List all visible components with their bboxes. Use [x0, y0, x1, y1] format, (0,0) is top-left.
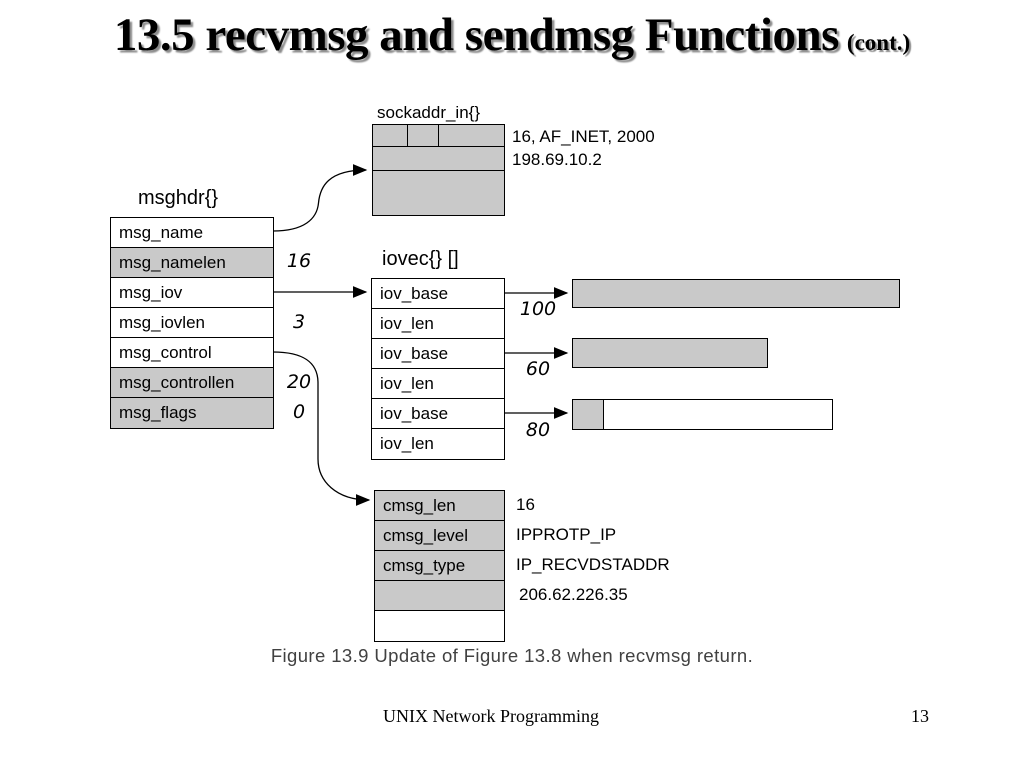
buffer-2	[572, 338, 768, 368]
sockaddr-divider-h2	[373, 170, 504, 171]
footer-book-title: UNIX Network Programming	[383, 706, 599, 726]
slide-title-main: 13.5 recvmsg and sendmsg Functions	[113, 9, 840, 61]
iovec-title: iovec{} []	[382, 248, 459, 270]
cmsg-row-data	[375, 581, 504, 611]
buffer-1	[572, 279, 900, 308]
cmsg-value-len: 16	[516, 495, 535, 514]
sockaddr-value-header: 16, AF_INET, 2000	[512, 127, 655, 146]
iovec-table: iov_base iov_len iov_base iov_len iov_ba…	[371, 278, 505, 460]
buffer-3	[572, 399, 833, 430]
figure-caption: Figure 13.9 Update of Figure 13.8 when r…	[270, 645, 754, 666]
iovec-length-2: 60	[525, 358, 551, 380]
sockaddr-divider-v2	[438, 125, 439, 146]
msghdr-row-msg-name: msg_name	[111, 218, 273, 248]
msghdr-row-msg-iov: msg_iov	[111, 278, 273, 308]
arrow-msgname-to-sockaddr	[272, 164, 368, 232]
sockaddr-divider-h1	[373, 146, 504, 147]
iovec-row-len-3: iov_len	[372, 429, 504, 459]
cmsg-row-level: cmsg_level	[375, 521, 504, 551]
msghdr-row-msg-namelen: msg_namelen	[111, 248, 273, 278]
iovec-row-base-3: iov_base	[372, 399, 504, 429]
msghdr-row-msg-iovlen: msg_iovlen	[111, 308, 273, 338]
msghdr-value-iovlen: 3	[292, 311, 306, 333]
msghdr-value-flags: 0	[292, 401, 306, 423]
cmsg-row-type: cmsg_type	[375, 551, 504, 581]
msghdr-row-msg-controllen: msg_controllen	[111, 368, 273, 398]
iovec-row-len-2: iov_len	[372, 369, 504, 399]
slide-title: 13.5 recvmsg and sendmsg Functions(cont.…	[0, 8, 1024, 62]
cmsg-row-len: cmsg_len	[375, 491, 504, 521]
buffer-3-used-portion	[573, 400, 604, 429]
sockaddr-divider-v1	[407, 125, 408, 146]
msghdr-table: msg_name msg_namelen msg_iov msg_iovlen …	[110, 217, 274, 429]
cmsg-value-type: IP_RECVDSTADDR	[516, 555, 670, 574]
iovec-row-len-1: iov_len	[372, 309, 504, 339]
iovec-row-base-2: iov_base	[372, 339, 504, 369]
iovec-length-3: 80	[525, 419, 551, 441]
iovec-length-1: 100	[519, 298, 557, 320]
msghdr-value-namelen: 16	[286, 250, 312, 272]
msghdr-row-msg-control: msg_control	[111, 338, 273, 368]
cmsg-row-empty	[375, 611, 504, 641]
msghdr-row-msg-flags: msg_flags	[111, 398, 273, 428]
slide-title-cont: (cont.)	[846, 30, 911, 55]
footer-page-number: 13	[911, 706, 929, 726]
cmsg-table: cmsg_len cmsg_level cmsg_type	[374, 490, 505, 642]
sockaddr-box	[372, 124, 505, 216]
sockaddr-value-address: 198.69.10.2	[512, 150, 602, 169]
msghdr-value-controllen: 20	[286, 371, 312, 393]
sockaddr-title: sockaddr_in{}	[377, 103, 481, 122]
cmsg-value-level: IPPROTP_IP	[516, 525, 617, 544]
cmsg-value-address: 206.62.226.35	[519, 585, 628, 604]
msghdr-title: msghdr{}	[138, 187, 219, 209]
iovec-row-base-1: iov_base	[372, 279, 504, 309]
